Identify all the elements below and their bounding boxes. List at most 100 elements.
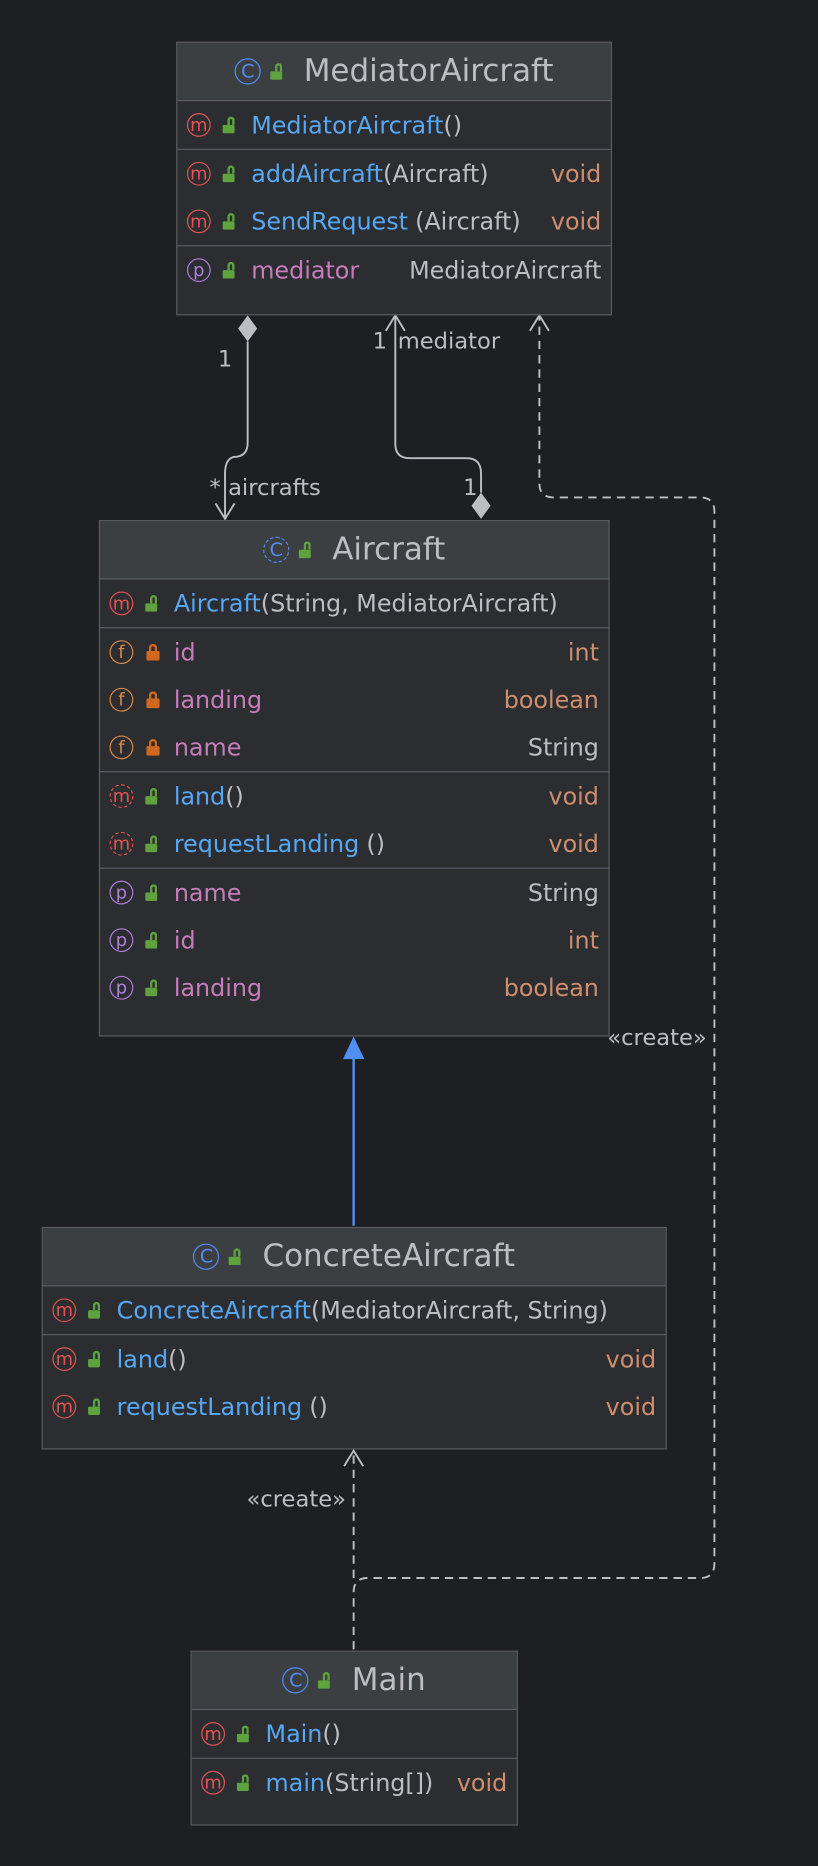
member-type: int <box>567 637 599 667</box>
class-box-concrete-aircraft[interactable]: C ConcreteAircraft m ConcreteAircraft (M… <box>41 1226 667 1450</box>
member-name: landing <box>173 685 263 715</box>
property-row[interactable]: p name String <box>100 869 608 917</box>
method-row[interactable]: m land () void <box>100 772 608 820</box>
member-type: void <box>548 829 599 859</box>
inheritance-arrowhead <box>342 1036 365 1060</box>
method-row[interactable]: m requestLanding () void <box>43 1383 666 1431</box>
constructor-row[interactable]: m Main () <box>192 1710 517 1758</box>
method-icon: m <box>52 1298 77 1323</box>
method-row[interactable]: m requestLanding () void <box>100 820 608 868</box>
class-header: C ConcreteAircraft <box>42 1228 666 1287</box>
public-lock-icon <box>145 595 159 612</box>
public-lock-icon <box>88 1350 102 1368</box>
private-lock-icon <box>145 643 160 661</box>
member-type: void <box>550 207 602 236</box>
member-args: () <box>168 1344 187 1374</box>
member-args: () <box>322 1719 341 1749</box>
member-name: main <box>265 1768 326 1797</box>
methods-section: m addAircraft (Aircraft) void m SendRequ… <box>177 150 611 247</box>
method-row[interactable]: m SendRequest (Aircraft) void <box>177 198 610 246</box>
member-name: mediator <box>251 255 360 285</box>
method-icon: m <box>186 113 211 137</box>
class-icon: C <box>263 536 290 563</box>
member-args: (String, MediatorAircraft) <box>260 589 558 618</box>
member-type: String <box>527 878 599 907</box>
member-type: void <box>456 1768 508 1797</box>
public-lock-icon <box>88 1398 102 1415</box>
public-lock-icon <box>318 1672 332 1689</box>
arrowhead-aircrafts <box>214 502 236 521</box>
field-row[interactable]: f name String <box>100 724 608 772</box>
fields-section: f id int f landing boolean f name String <box>100 628 609 773</box>
method-icon: m <box>201 1770 226 1795</box>
public-lock-icon <box>236 1774 251 1792</box>
public-lock-icon <box>229 1248 243 1266</box>
create-label-mediator: «create» <box>607 1024 707 1051</box>
properties-section: p mediator MediatorAircraft <box>177 246 610 294</box>
member-name: land <box>173 781 226 811</box>
constructors-section: m ConcreteAircraft (MediatorAircraft, St… <box>42 1286 666 1336</box>
member-args: (String[]) <box>325 1768 434 1797</box>
member-name: land <box>116 1344 169 1374</box>
abstract-method-icon: m <box>109 784 134 809</box>
member-name: name <box>173 878 242 907</box>
role-label-aircrafts: * aircrafts <box>209 474 321 502</box>
property-row[interactable]: p id int <box>100 916 608 964</box>
member-name: Aircraft <box>173 589 261 618</box>
private-lock-icon <box>145 691 160 709</box>
member-args: (MediatorAircraft, String) <box>310 1295 608 1325</box>
member-type: int <box>567 925 599 955</box>
method-icon: m <box>109 591 134 616</box>
constructor-row[interactable]: m ConcreteAircraft (MediatorAircraft, St… <box>43 1286 666 1334</box>
class-box-mediator-aircraft[interactable]: C MediatorAircraft m MediatorAircraft ()… <box>176 41 613 316</box>
method-row[interactable]: m land () void <box>43 1335 666 1383</box>
class-box-aircraft[interactable]: C Aircraft m Aircraft (String, MediatorA… <box>98 520 610 1037</box>
member-type: MediatorAircraft <box>409 255 602 285</box>
member-name: requestLanding <box>173 829 360 859</box>
methods-section: m main (String[]) void <box>192 1759 517 1807</box>
properties-section: p name String p id int p landing boolean <box>100 869 608 1012</box>
member-type: void <box>548 781 599 811</box>
field-row[interactable]: f id int <box>100 628 608 676</box>
methods-section: m land () void m requestLanding () void <box>100 772 609 869</box>
property-row[interactable]: p landing boolean <box>100 964 608 1012</box>
multiplicity-aircraft-side: 1 <box>463 474 478 502</box>
arrowhead-create-mediator <box>529 313 550 332</box>
public-lock-icon <box>298 541 313 559</box>
method-icon: m <box>52 1347 77 1371</box>
field-icon: f <box>109 640 134 665</box>
constructors-section: m Aircraft (String, MediatorAircraft) <box>100 580 609 629</box>
abstract-method-icon: m <box>109 831 134 856</box>
member-args: () <box>443 110 463 140</box>
member-type: boolean <box>503 685 599 715</box>
method-row[interactable]: m main (String[]) void <box>192 1759 517 1807</box>
methods-section: m land () void m requestLanding () void <box>43 1335 666 1430</box>
constructor-row[interactable]: m MediatorAircraft () <box>177 101 610 149</box>
field-row[interactable]: f landing boolean <box>100 676 608 724</box>
member-type: String <box>527 733 599 762</box>
field-icon: f <box>109 735 134 760</box>
public-lock-icon <box>222 213 237 230</box>
method-icon: m <box>201 1722 226 1746</box>
class-box-main[interactable]: C Main m Main () m main (String[]) void <box>190 1650 518 1826</box>
member-name: requestLanding <box>116 1392 303 1421</box>
private-lock-icon <box>145 739 160 756</box>
create-label-concrete: «create» <box>246 1486 346 1513</box>
class-name: Aircraft <box>332 531 446 568</box>
public-lock-icon <box>222 261 237 279</box>
member-name: name <box>173 733 242 762</box>
class-name: MediatorAircraft <box>303 53 554 90</box>
member-args: () <box>366 829 386 859</box>
property-row[interactable]: p mediator MediatorAircraft <box>177 246 610 294</box>
property-icon: p <box>109 880 134 905</box>
constructor-row[interactable]: m Aircraft (String, MediatorAircraft) <box>100 580 608 628</box>
public-lock-icon <box>145 787 159 805</box>
member-args: () <box>309 1392 328 1421</box>
public-lock-icon <box>88 1301 102 1319</box>
class-icon: C <box>193 1243 220 1270</box>
class-header: C Main <box>191 1651 517 1711</box>
constructors-section: m Main () <box>191 1710 517 1759</box>
public-lock-icon <box>145 835 159 853</box>
class-icon: C <box>282 1667 309 1694</box>
method-row[interactable]: m addAircraft (Aircraft) void <box>177 150 610 198</box>
